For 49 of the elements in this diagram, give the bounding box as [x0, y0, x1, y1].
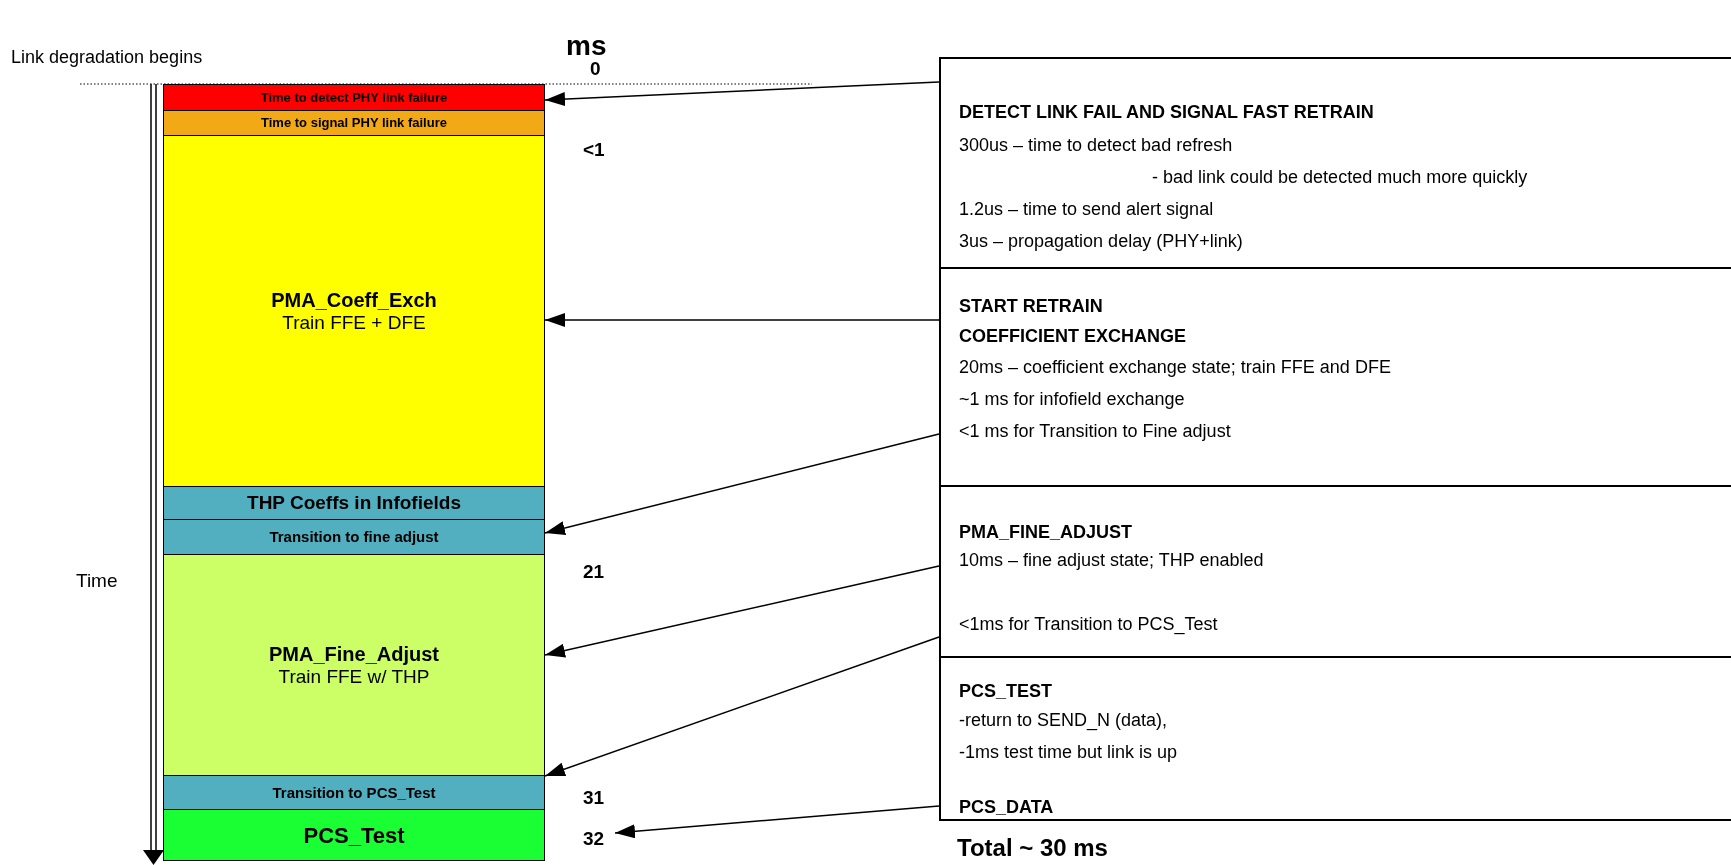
timeline-band	[163, 110, 545, 136]
arrow	[544, 81, 940, 107]
description-line: - bad link could be detected much more quickly	[1152, 166, 1528, 188]
arrow	[544, 565, 940, 658]
phase-subtitle: Train FFE + DFE	[282, 311, 426, 334]
description-line: 20ms – coefficient exchange state; train FFE and DFE	[959, 356, 1391, 378]
section-heading: PCS_TEST	[959, 680, 1053, 703]
description-line: 10ms – fine adjust state; THP enabled	[959, 549, 1264, 571]
description-line: 1.2us – time to send alert signal	[959, 198, 1214, 220]
description-line: 3us – propagation delay (PHY+link)	[959, 230, 1243, 252]
description-line: ~1 ms for infofield exchange	[959, 388, 1185, 410]
phase-title: Transition to fine adjust	[269, 528, 439, 546]
description-line: -return to SEND_N (data),	[959, 709, 1168, 731]
description-panel	[939, 656, 1731, 821]
total-note: Total ~ 30 ms	[957, 834, 1108, 862]
start-note: Link degradation begins	[11, 46, 203, 68]
description-line: -1ms test time but link is up	[959, 741, 1178, 763]
timeline-band	[163, 519, 545, 555]
time-marker: <1	[583, 138, 605, 161]
section-heading: START RETRAIN COEFFICIENT EXCHANGE	[959, 295, 1187, 348]
axis-label: Time	[76, 569, 118, 592]
time-marker: 32	[583, 827, 605, 851]
arrow	[544, 636, 940, 777]
timeline-band	[163, 775, 545, 810]
section-heading: PCS_DATA	[959, 796, 1054, 818]
phase-title: Time to detect PHY link failure	[260, 89, 448, 106]
phase-title: Time to signal PHY link failure	[261, 115, 447, 131]
time-marker: 21	[583, 560, 605, 583]
arrow	[544, 313, 940, 327]
timeline-band	[163, 135, 545, 487]
timeline-band	[163, 486, 545, 520]
phase-subtitle: Train FFE w/ THP	[278, 665, 430, 688]
description-line: <1 ms for Transition to Fine adjust	[959, 420, 1231, 442]
section-heading: DETECT LINK FAIL AND SIGNAL FAST RETRAIN	[959, 101, 1374, 124]
phase-title: Transition to PCS_Test	[272, 783, 436, 802]
timeline-band	[163, 84, 545, 111]
phase-title: PMA_Coeff_Exch	[271, 288, 437, 312]
phase-title: THP Coeffs in Infofields	[247, 492, 461, 514]
arrow	[544, 433, 940, 535]
arrow	[614, 805, 940, 839]
timeline-band	[163, 554, 545, 776]
section-heading: PMA_FINE_ADJUST	[959, 521, 1133, 544]
time-marker: 31	[583, 786, 605, 809]
timeline-band	[163, 809, 545, 861]
phase-title: PMA_Fine_Adjust	[269, 642, 439, 666]
description-panel	[939, 57, 1731, 269]
description-line: 300us – time to detect bad refresh	[959, 134, 1233, 156]
phase-title: PCS_Test	[303, 822, 405, 848]
description-line: <1ms for Transition to PCS_Test	[959, 613, 1218, 635]
